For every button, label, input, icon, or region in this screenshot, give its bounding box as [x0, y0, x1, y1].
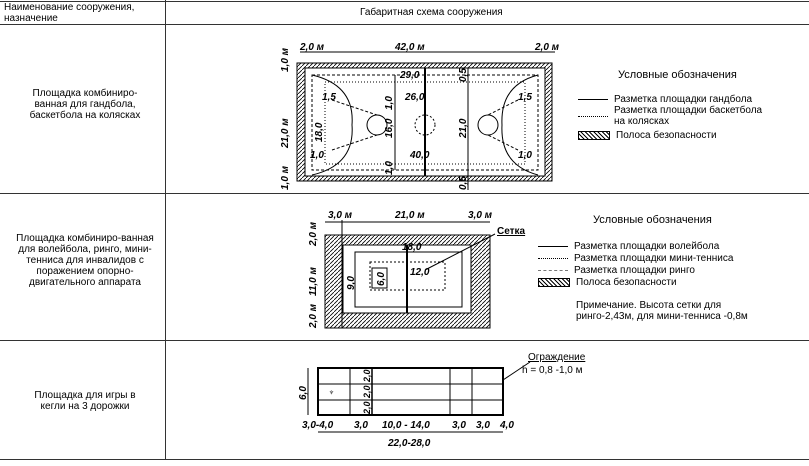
net-label: Сетка	[497, 226, 526, 237]
dim: 18,0	[314, 122, 325, 142]
dim: 1,5	[322, 92, 336, 103]
dotted-line-swatch	[578, 115, 608, 117]
table-border-top	[0, 1, 809, 2]
dim: 1,0 м	[280, 165, 291, 190]
dotted-line-swatch	[538, 257, 568, 259]
legend-label: Полоса безопасности	[616, 129, 717, 141]
legend-label: Разметка площадки ринго	[574, 264, 695, 276]
column-divider	[165, 0, 166, 460]
dim: 21,0 м	[280, 118, 291, 149]
hatch-swatch	[578, 130, 610, 140]
dim: 21,0	[458, 118, 469, 139]
dim: 6,0	[376, 272, 387, 286]
dim: 2,0 м	[308, 303, 319, 329]
dim: 11,0 м	[308, 267, 319, 296]
row3-name: Площадка для игры в кегли на 3 дорожки	[34, 390, 136, 412]
dim: 1,5	[518, 92, 532, 103]
dim: 2,0 м	[308, 221, 319, 247]
dim: 3,0-4,0	[302, 420, 334, 431]
row1-name: Площадка комбиниро-ванная для гандбола, …	[29, 88, 141, 121]
dim: 1,0	[384, 96, 395, 110]
pins-icon: ♆	[328, 387, 335, 397]
dim: 2,0	[362, 369, 372, 383]
dashed-line-swatch	[538, 269, 568, 271]
dim: 18,0	[402, 242, 422, 253]
dim: 0,5	[458, 176, 469, 190]
dim: 1,0	[518, 150, 532, 161]
dim: 16,0	[384, 118, 395, 138]
dim: 40,0	[409, 150, 430, 161]
volleyball-court-diagram: 3,0 м 21,0 м 3,0 м 2,0 м 11,0 м 2,0 м 18…	[308, 210, 526, 329]
legend-item: Разметка площадки баскетбола на колясках	[578, 105, 764, 127]
legend-item: Полоса безопасности	[538, 276, 776, 288]
header-col1: Наименование сооружения, назначение	[4, 2, 135, 24]
dim: 3,0 м	[468, 210, 493, 221]
fence-height: h = 0,8 -1,0 м	[522, 365, 583, 376]
legend-label: Разметка площадки гандбола	[614, 93, 753, 105]
fence-label: Ограждение	[528, 352, 586, 363]
legend-label: Полоса безопасности	[576, 276, 677, 288]
dim: 29,0	[399, 70, 420, 81]
dim: 6,0	[298, 386, 309, 400]
legend-label: Разметка площадки мини-тенниса	[574, 252, 734, 264]
dim: 4,0	[499, 420, 514, 431]
legend-label: Разметка площадки баскетбола на колясках	[614, 105, 763, 127]
legend-label: Разметка площадки волейбола	[574, 240, 720, 252]
header-divider	[0, 24, 809, 25]
row-divider	[0, 193, 809, 194]
dim: 1,0	[384, 161, 395, 175]
legend-item: Разметка площадки волейбола	[538, 240, 776, 252]
dim: 2,0	[362, 385, 372, 399]
solid-line-swatch	[578, 98, 608, 100]
dim: 2,0 м	[299, 42, 325, 53]
dim: 21,0 м	[394, 210, 425, 221]
legend-item: Разметка площадки гандбола	[578, 93, 764, 105]
legend-item: Полоса безопасности	[578, 129, 764, 141]
header-col2: Габаритная схема сооружения	[360, 7, 503, 18]
skittles-lanes-diagram: ♆ 6,0 2,0 2,0 2,0 3,0-4,0 3,0 10,0 - 14,…	[298, 352, 586, 449]
dim: 9,0	[346, 276, 357, 290]
dim: 10,0 - 14,0	[382, 420, 430, 431]
dim: 26,0	[404, 92, 425, 103]
legend-item: Разметка площадки ринго	[538, 264, 776, 276]
dim: 22,0-28,0	[387, 438, 431, 449]
solid-line-swatch	[538, 245, 568, 247]
legend-item: Разметка площадки мини-тенниса	[538, 252, 776, 264]
handball-court-diagram: 2,0 м 42,0 м 2,0 м 1,0 м 21,0 м 1,0 м 29…	[280, 42, 560, 190]
dim: 2,0 м	[534, 42, 560, 53]
legend-title: Условные обозначения	[618, 69, 737, 81]
hatch-swatch	[538, 277, 570, 287]
legend-title: Условные обозначения	[593, 214, 712, 226]
dim: 12,0	[410, 267, 430, 278]
row2-legend: Условные обозначения Разметка площадки в…	[538, 215, 776, 322]
dim: 3,0	[452, 420, 466, 431]
row1-legend: Условные обозначения Разметка площадки г…	[578, 70, 764, 141]
row2-name: Площадка комбиниро-ванная для волейбола,…	[16, 233, 154, 288]
dim: 0,5	[458, 68, 469, 82]
dim: 1,0	[310, 150, 324, 161]
dim: 3,0	[354, 420, 368, 431]
note: Примечание. Высота сетки для ринго-2,43м…	[576, 300, 748, 322]
dim: 42,0 м	[394, 42, 425, 53]
dim: 2,0	[362, 401, 372, 415]
dim: 3,0	[476, 420, 490, 431]
table-border-bottom	[0, 459, 809, 460]
row-divider	[0, 340, 809, 341]
dim: 1,0 м	[280, 47, 291, 72]
dim: 3,0 м	[328, 210, 353, 221]
